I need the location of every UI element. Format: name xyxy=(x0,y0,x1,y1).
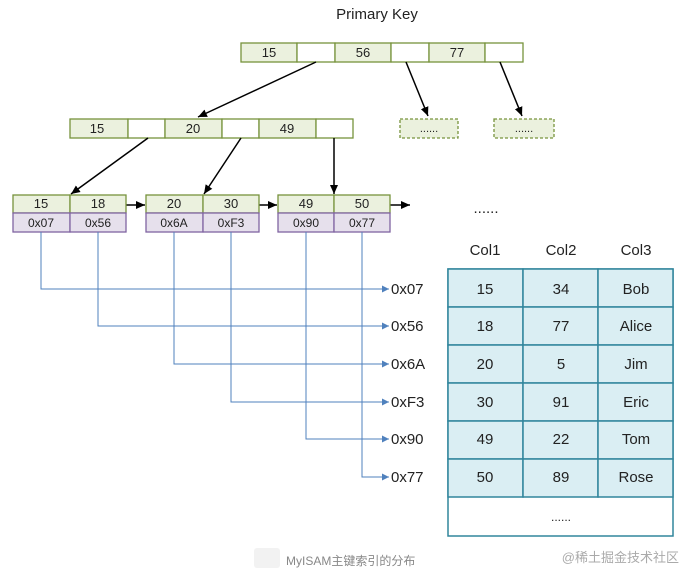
table-header: Col3 xyxy=(621,242,652,259)
level2-key: 49 xyxy=(280,121,294,136)
root-cell xyxy=(390,42,430,63)
table-cell: Eric xyxy=(623,394,649,411)
address-label: 0x77 xyxy=(391,469,424,486)
tree-arrow xyxy=(70,137,149,195)
leaf-address: 0xF3 xyxy=(218,216,245,230)
table-cell: 89 xyxy=(553,469,570,486)
table-cell: 50 xyxy=(477,469,494,486)
pointer-line xyxy=(361,232,389,481)
tree-arrow xyxy=(197,61,317,118)
leaf-more-ellipsis: ...... xyxy=(473,200,498,217)
leaf-address: 0x77 xyxy=(349,216,375,230)
root-cell xyxy=(484,42,524,63)
leaf-address: 0x07 xyxy=(28,216,54,230)
level2-node: 15 20 49 xyxy=(69,118,354,139)
leaf-address: 0x56 xyxy=(85,216,111,230)
data-table: Col1 Col2 Col3 15 34 Bob 18 77 Alice 20 … xyxy=(447,242,674,537)
address-label: 0x07 xyxy=(391,281,424,298)
address-label: 0x90 xyxy=(391,431,424,448)
level2-cell xyxy=(127,118,166,139)
table-cell: 20 xyxy=(477,356,494,373)
table-cell: 91 xyxy=(553,394,570,411)
leaf-key: 50 xyxy=(355,196,369,211)
leaf-key: 49 xyxy=(299,196,313,211)
leaf-node: 15 18 0x07 0x56 xyxy=(12,194,127,233)
address-label: 0x56 xyxy=(391,318,424,335)
table-cell: Alice xyxy=(620,318,653,335)
diagram-title: Primary Key xyxy=(336,6,418,23)
address-label: 0xF3 xyxy=(391,394,424,411)
table-more-ellipsis: ...... xyxy=(551,510,571,524)
root-key: 77 xyxy=(450,45,464,60)
address-labels: 0x07 0x56 0x6A 0xF3 0x90 0x77 xyxy=(391,281,425,486)
table-row: 30 91 Eric xyxy=(447,382,674,422)
address-label: 0x6A xyxy=(391,356,425,373)
table-cell: 77 xyxy=(553,318,570,335)
table-cell: 49 xyxy=(477,431,494,448)
table-cell: 5 xyxy=(557,356,565,373)
leaf-key: 20 xyxy=(167,196,181,211)
level2-key: 15 xyxy=(90,121,104,136)
level2-cell xyxy=(315,118,354,139)
table-row: 20 5 Jim xyxy=(447,344,674,384)
table-cell: 34 xyxy=(553,281,570,298)
svg-text:......: ...... xyxy=(515,123,533,135)
placeholder-node: ...... xyxy=(399,118,459,139)
table-row: 50 89 Rose xyxy=(447,458,674,498)
pointer-line xyxy=(305,232,389,443)
pointer-lines xyxy=(40,232,389,481)
table-cell: Tom xyxy=(622,431,650,448)
tree-arrow xyxy=(203,137,242,195)
tree-arrow xyxy=(499,61,523,117)
placeholder-node: ...... xyxy=(493,118,555,139)
table-header: Col1 xyxy=(470,242,501,259)
tree-arrow xyxy=(405,61,429,117)
pointer-line xyxy=(173,232,389,368)
table-cell: 18 xyxy=(477,318,494,335)
tree-arrows xyxy=(70,61,523,209)
watermark: @稀土掘金技术社区 xyxy=(561,550,679,565)
table-cell: Jim xyxy=(624,356,647,373)
table-cell: Bob xyxy=(623,281,650,298)
table-cell: 22 xyxy=(553,431,570,448)
root-node: 15 56 77 xyxy=(240,42,524,63)
caption-icon-placeholder xyxy=(254,548,280,568)
leaf-key: 18 xyxy=(91,196,105,211)
figure-caption: MyISAM主键索引的分布 xyxy=(286,554,416,568)
leaf-key: 15 xyxy=(34,196,48,211)
leaf-node: 49 50 0x90 0x77 xyxy=(277,194,391,233)
table-cell: Rose xyxy=(618,469,653,486)
pointer-line xyxy=(97,232,389,330)
table-row: 15 34 Bob xyxy=(447,268,674,308)
table-header: Col2 xyxy=(546,242,577,259)
table-row: 18 77 Alice xyxy=(447,306,674,346)
level2-cell xyxy=(221,118,260,139)
root-key: 56 xyxy=(356,45,370,60)
table-row: 49 22 Tom xyxy=(447,420,674,460)
leaf-key: 30 xyxy=(224,196,238,211)
root-key: 15 xyxy=(262,45,276,60)
leaf-address: 0x90 xyxy=(293,216,319,230)
pointer-line xyxy=(230,232,389,406)
level2-key: 20 xyxy=(186,121,200,136)
root-cell xyxy=(296,42,336,63)
table-cell: 30 xyxy=(477,394,494,411)
leaf-node: 20 30 0x6A 0xF3 xyxy=(145,194,260,233)
svg-text:......: ...... xyxy=(420,123,438,135)
pointer-line xyxy=(40,232,389,293)
table-cell: 15 xyxy=(477,281,494,298)
leaf-address: 0x6A xyxy=(160,216,187,230)
